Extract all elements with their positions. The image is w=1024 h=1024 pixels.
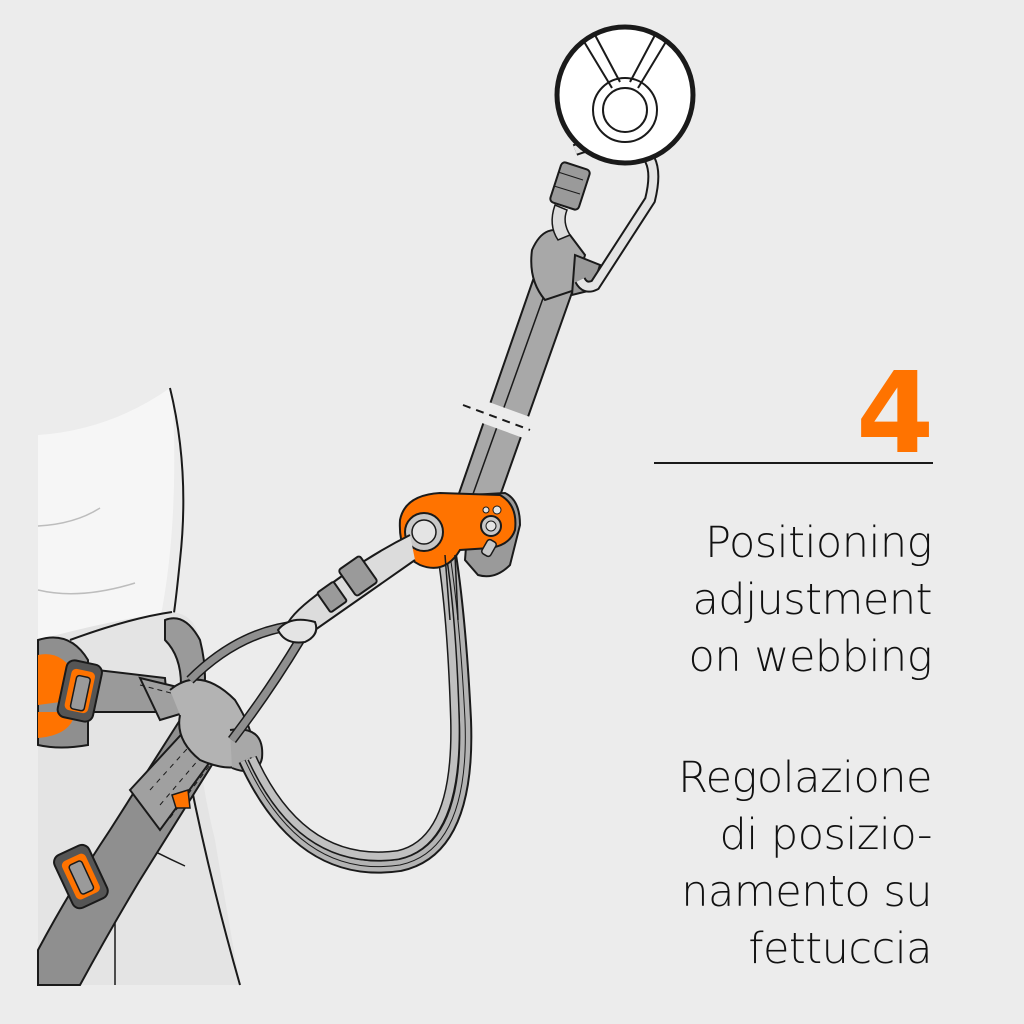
harness	[37, 617, 264, 986]
caption-line: Regolazione	[678, 753, 932, 803]
connector-carabiner	[276, 534, 416, 644]
caption-line: fettuccia	[748, 924, 932, 974]
caption-italian: Regolazione di posizio- namento su fettu…	[572, 750, 932, 978]
divider	[654, 462, 933, 464]
lanyard-loop	[186, 553, 473, 874]
step-number: 4	[856, 349, 934, 479]
lanyard-tail	[444, 554, 459, 621]
caption-line: Positioning	[705, 518, 932, 568]
caption-line: on webbing	[688, 632, 933, 682]
cut-mark	[462, 404, 531, 431]
caption-english: Positioning adjustment on webbing	[572, 515, 933, 686]
rope-adjuster	[398, 491, 522, 578]
caption-line: adjustment	[692, 575, 932, 625]
caption-line: di posizio-	[719, 810, 932, 860]
anchor-detail-inset	[554, 24, 696, 166]
caption-line: namento su	[681, 867, 932, 917]
lanyard-webbing	[448, 229, 602, 512]
